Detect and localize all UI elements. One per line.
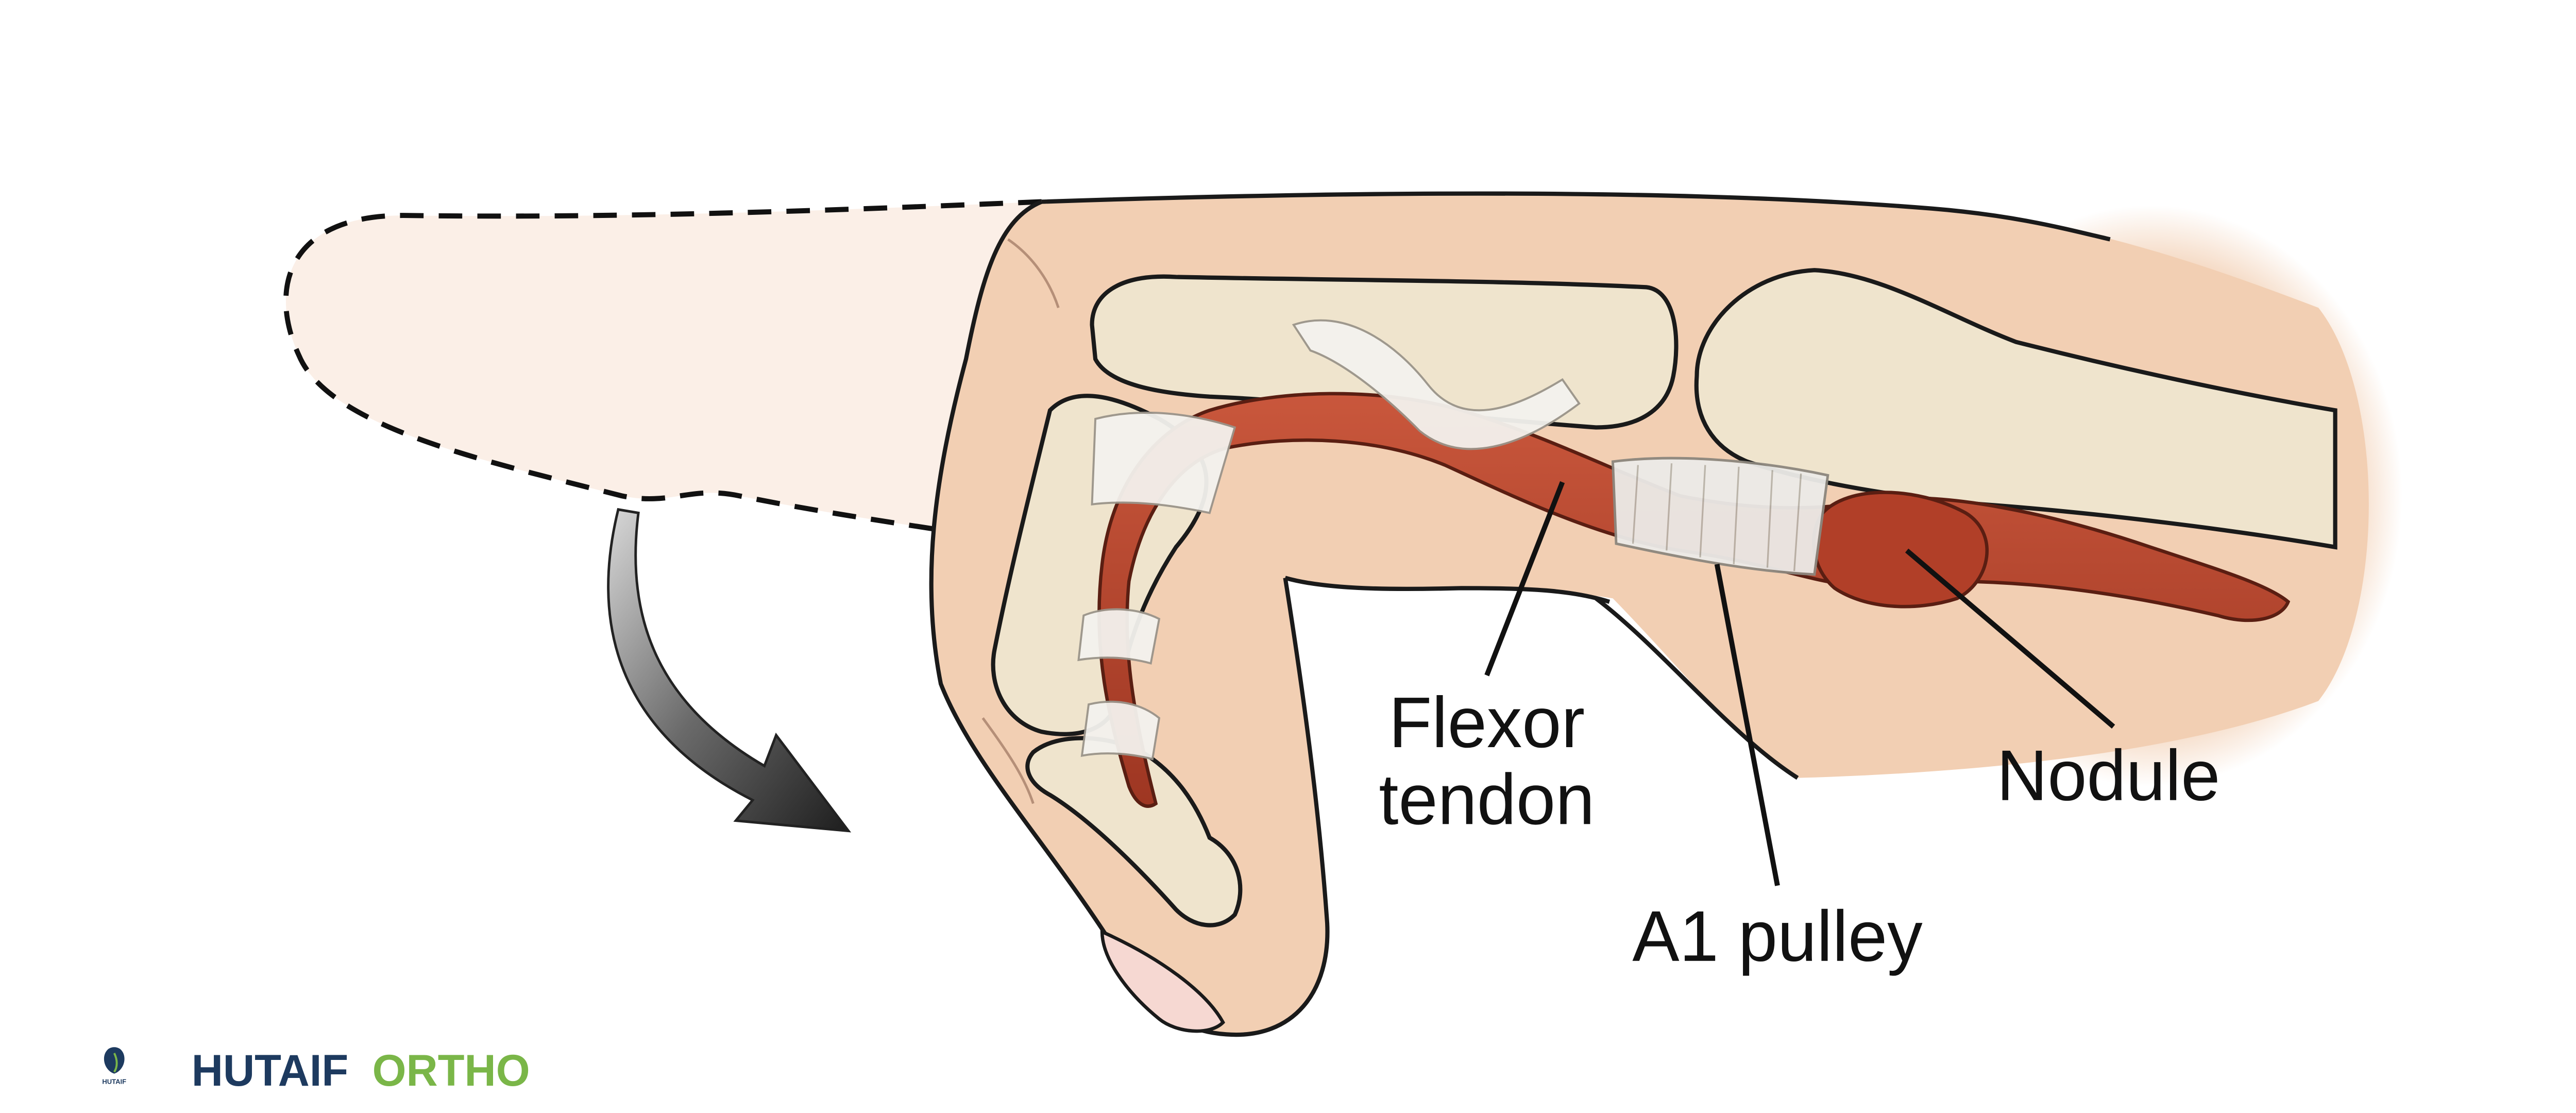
distal-pulley-band xyxy=(1091,411,1236,514)
brand-name-part2: ORTHO xyxy=(372,1046,530,1095)
leader-nodule xyxy=(1905,548,2115,729)
distal-band xyxy=(1080,700,1161,761)
label-a1-pulley: A1 pulley xyxy=(1632,897,1922,976)
oblique-ligament xyxy=(1292,319,1581,450)
ghost-finger-outline xyxy=(283,199,1042,534)
label-flexor-line2: tendon xyxy=(1379,760,1595,839)
middle-pulley-band xyxy=(1077,608,1161,665)
fingernail xyxy=(1100,929,1225,1033)
brand-name: HUTAIF ORTHO xyxy=(192,1046,530,1095)
label-flexor-line1: Flexor xyxy=(1389,683,1585,763)
leader-lines xyxy=(1484,481,2115,886)
logo-small-text: HUTAIF xyxy=(102,1077,126,1085)
nodule-bulge xyxy=(1812,491,1989,609)
ligaments xyxy=(1077,319,1829,761)
brand-name-part1: HUTAIF xyxy=(192,1046,348,1095)
curved-arrow-icon xyxy=(607,508,852,833)
label-nodule: Nodule xyxy=(1996,736,2220,816)
leader-a1-pulley xyxy=(1714,563,1780,886)
leader-flexor-tendon xyxy=(1484,481,1565,677)
logo-icon: HUTAIF xyxy=(102,1047,126,1086)
bones xyxy=(991,268,2337,927)
